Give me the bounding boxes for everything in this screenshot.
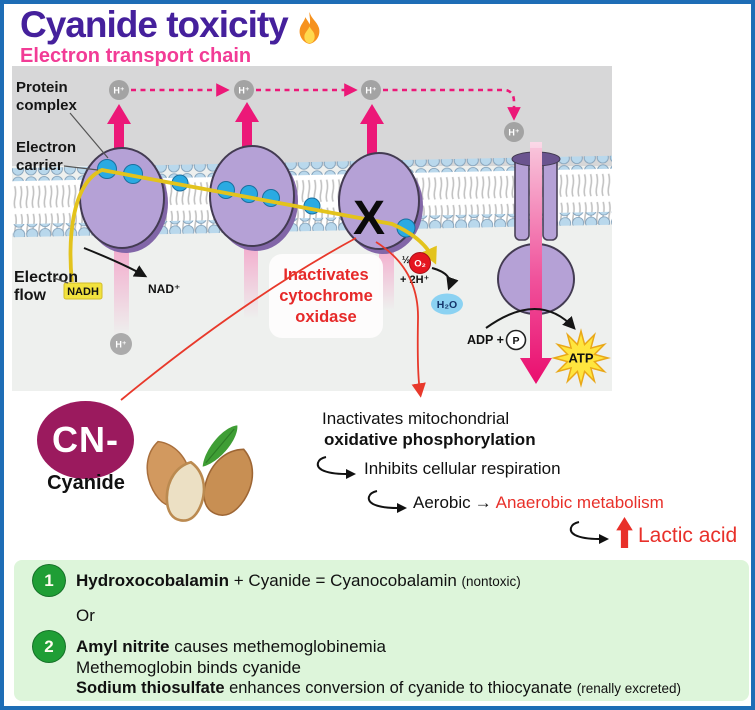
cascade-aerobic: Aerobic→Anaerobic metabolism bbox=[413, 493, 664, 512]
nadh-label: NADH bbox=[67, 286, 99, 298]
adp-label: ADP + bbox=[467, 333, 504, 347]
o2-to-h2o-arrow bbox=[431, 267, 459, 291]
svg-text:carrier: carrier bbox=[16, 157, 63, 174]
antidote-1-badge: 1 bbox=[32, 564, 66, 597]
electron-transport-chain-diagram: X H⁺ H⁺ H⁺ H⁺ H⁺ NADH NAD⁺ ½ O₂ + 2H⁺ bbox=[12, 66, 612, 391]
h2o-ellipse bbox=[431, 293, 463, 315]
cascade-lactic-acid: Lactic acid bbox=[638, 524, 738, 547]
electron-flow-path bbox=[68, 168, 437, 283]
atp-synthase bbox=[497, 142, 575, 384]
plus-2h-label: + 2H⁺ bbox=[400, 274, 430, 286]
cascade-anaerobic: Anaerobic metabolism bbox=[495, 493, 664, 512]
o2-label: O₂ bbox=[414, 259, 426, 270]
antidote-2-line-2: Methemoglobin binds cyanide bbox=[76, 658, 301, 677]
cyanide-symbol-circle: CN- bbox=[37, 401, 134, 479]
antidote-panel: 1 Hydroxocobalamin + Cyanide = Cyanocoba… bbox=[14, 560, 749, 701]
cascade-line-3: Inhibits cellular respiration bbox=[364, 459, 561, 478]
atp-label: ATP bbox=[568, 351, 593, 366]
adp-to-atp-arrow bbox=[485, 308, 576, 330]
phosphate-circle bbox=[505, 329, 527, 351]
page-title: Cyanide toxicity bbox=[20, 4, 289, 45]
almond-whole-right bbox=[203, 448, 254, 516]
proton-pump-arrows bbox=[107, 102, 384, 154]
h-plus-ion: H⁺ bbox=[504, 122, 524, 142]
phosphate-label: P bbox=[512, 335, 519, 347]
nad-label: NAD⁺ bbox=[148, 282, 180, 296]
h-plus-ion: H⁺ bbox=[109, 80, 129, 100]
increase-arrow-icon bbox=[616, 517, 633, 548]
almonds-image bbox=[146, 425, 254, 522]
proton-flow-arrow bbox=[520, 148, 552, 384]
svg-text:Inactivates: Inactivates bbox=[283, 266, 368, 284]
almond-half-front bbox=[165, 460, 206, 522]
diagram-subtitle: Electron transport chain bbox=[20, 45, 252, 67]
cyanide-symbol: CN- bbox=[52, 419, 119, 460]
antidote-or: Or bbox=[76, 606, 95, 625]
curved-arrow-icon bbox=[569, 521, 609, 544]
fire-icon bbox=[296, 12, 323, 50]
diagram-labels: Protein complex Electron carrier Electro… bbox=[14, 79, 109, 304]
svg-text:H⁺: H⁺ bbox=[365, 86, 376, 96]
cascade-line-1: Inactivates mitochondrial bbox=[322, 409, 510, 428]
h-plus-ion: H⁺ bbox=[234, 80, 254, 100]
svg-text:H⁺: H⁺ bbox=[508, 128, 519, 138]
right-arrow-icon: → bbox=[474, 493, 492, 512]
half-label: ½ bbox=[402, 255, 410, 266]
antidote-1-text: Hydroxocobalamin + Cyanide = Cyanocobala… bbox=[76, 571, 521, 590]
svg-text:Protein: Protein bbox=[16, 79, 68, 96]
svg-text:H⁺: H⁺ bbox=[238, 86, 249, 96]
curved-arrow-icon bbox=[367, 490, 407, 513]
atp-starburst: ATP bbox=[551, 328, 611, 388]
svg-text:oxidase: oxidase bbox=[295, 308, 356, 326]
svg-text:cytochrome: cytochrome bbox=[279, 287, 373, 305]
svg-text:Electron: Electron bbox=[16, 139, 76, 156]
svg-text:complex: complex bbox=[16, 97, 78, 114]
leaf-icon bbox=[202, 425, 238, 467]
h-plus-ion: H⁺ bbox=[110, 333, 132, 355]
svg-text:H⁺: H⁺ bbox=[113, 86, 124, 96]
svg-text:flow: flow bbox=[14, 287, 47, 304]
h2o-label: H₂O bbox=[437, 299, 457, 311]
cyanide-block-x: X bbox=[353, 192, 385, 245]
antidote-2-line-3: Sodium thiosulfate enhances conversion o… bbox=[76, 679, 682, 697]
h-plus-ion: H⁺ bbox=[361, 80, 381, 100]
antidote-2-badge: 2 bbox=[32, 630, 66, 663]
svg-text:Electron: Electron bbox=[14, 269, 78, 286]
cascade-line-2: oxidative phosphorylation bbox=[324, 430, 536, 449]
curved-arrow-icon bbox=[316, 456, 356, 479]
cyanide-label: Cyanide bbox=[47, 472, 125, 494]
nadh-box bbox=[63, 282, 103, 300]
proton-path-dashed-arrows bbox=[131, 83, 521, 121]
inactivation-note-box: Inactivates cytochrome oxidase bbox=[269, 254, 383, 338]
svg-text:H⁺: H⁺ bbox=[115, 340, 126, 350]
antidote-2-line-1: Amyl nitrite causes methemoglobinemia bbox=[76, 637, 386, 656]
